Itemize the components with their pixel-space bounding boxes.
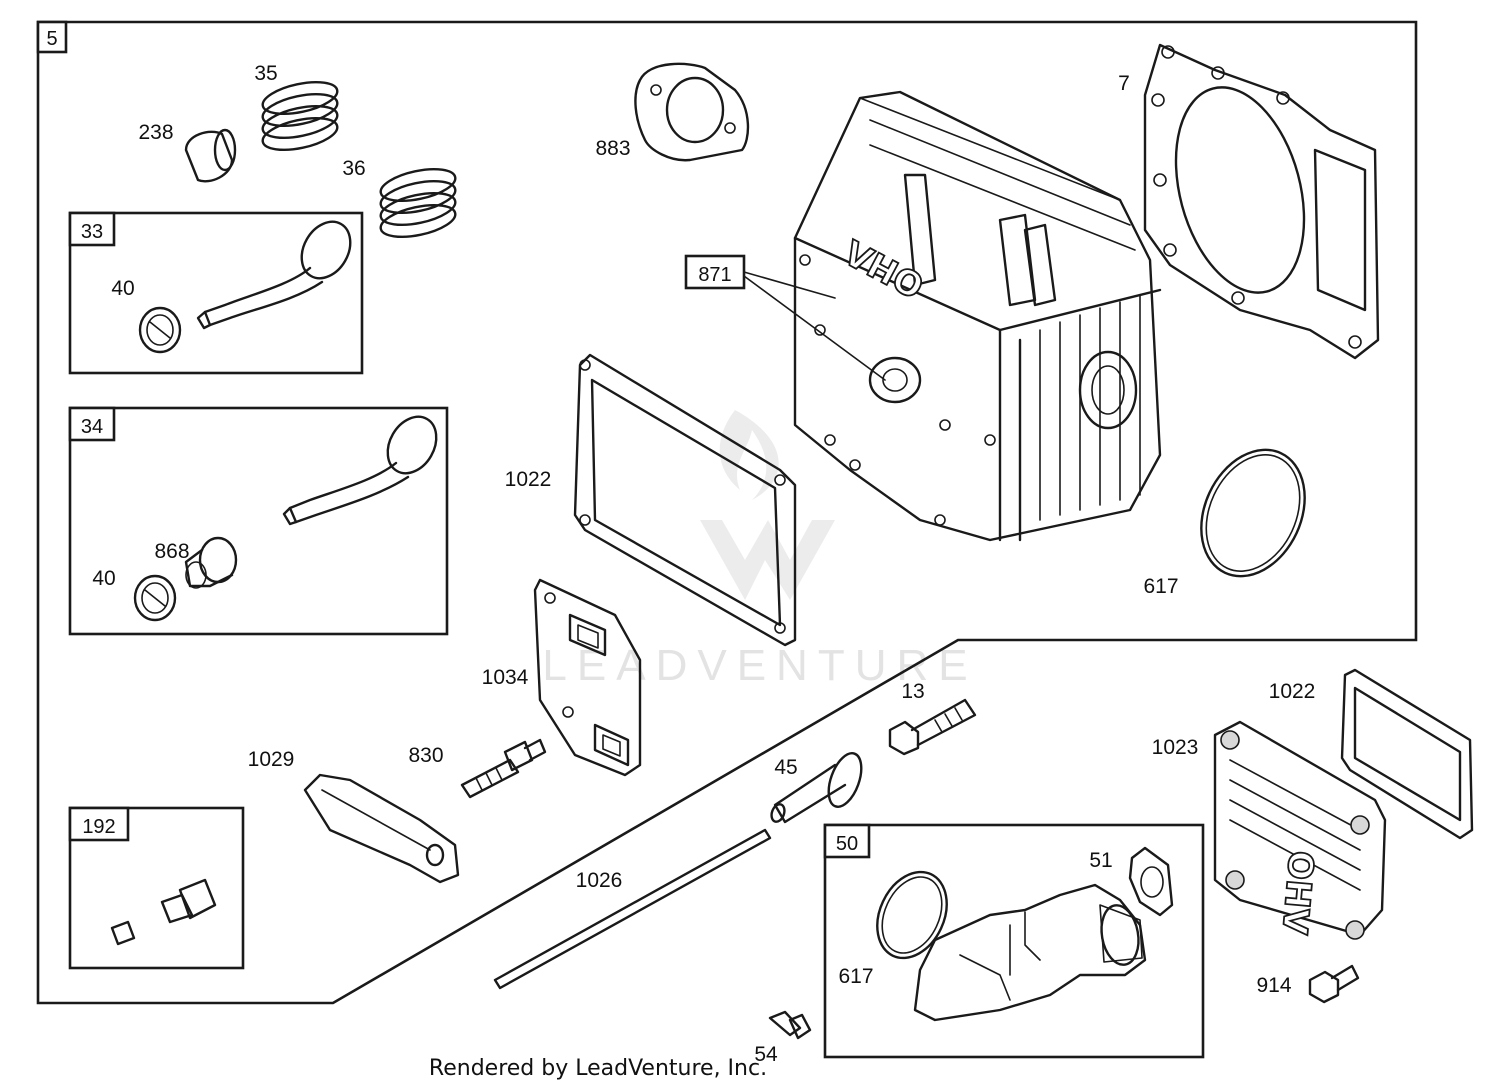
part-50-intake-elbow — [913, 883, 1147, 1022]
part-238-cap — [184, 128, 237, 183]
group-871-tag-box — [684, 254, 746, 290]
label-617a: 617 — [1143, 575, 1178, 598]
part-1023-valve-cover: OHV — [1213, 720, 1387, 940]
part-7-head-gasket — [1143, 43, 1380, 360]
label-35: 35 — [254, 62, 277, 85]
group-5-tag-box — [36, 20, 68, 54]
label-914: 914 — [1256, 974, 1291, 997]
group-5-frame — [36, 20, 1418, 1005]
part-1029-rocker-arm — [303, 773, 460, 884]
part-1034-plate — [533, 578, 642, 777]
label-54: 54 — [754, 1043, 778, 1066]
label-1034: 1034 — [482, 666, 529, 689]
label-40b: 40 — [92, 567, 115, 590]
part-45-guide — [770, 752, 863, 824]
part-54-screw — [768, 1010, 812, 1040]
group-871-tag: 871 — [698, 264, 731, 286]
part-1022b-cover-gasket — [1340, 668, 1474, 840]
group-50-frame — [823, 823, 1205, 1059]
group-50-tag: 50 — [836, 833, 858, 855]
part-51-gasket — [1128, 846, 1174, 917]
label-13: 13 — [901, 680, 924, 703]
label-51: 51 — [1089, 849, 1112, 872]
part-40b-keeper — [133, 574, 177, 622]
part-35-spring — [261, 80, 339, 152]
part-617a-oring — [1200, 448, 1306, 578]
part-871-leader-lines — [743, 271, 886, 381]
part-33-valve — [196, 220, 352, 330]
group-192-tag: 192 — [82, 816, 115, 838]
label-1022a: 1022 — [505, 468, 552, 491]
part-914-screw — [1308, 964, 1360, 1004]
label-1023: 1023 — [1152, 736, 1199, 759]
part-36-spring — [379, 167, 457, 239]
group-33-tag-box — [68, 211, 116, 247]
cover-ohv-lettering: OHV — [1274, 849, 1321, 937]
label-868: 868 — [154, 540, 189, 563]
group-192-tag-box — [68, 806, 130, 842]
label-883: 883 — [595, 137, 630, 160]
part-883-gasket — [634, 62, 750, 162]
part-34-valve — [282, 415, 438, 526]
group-5-tag: 5 — [46, 28, 57, 50]
label-36: 36 — [342, 157, 365, 180]
label-830: 830 — [408, 744, 443, 767]
label-1026: 1026 — [576, 869, 623, 892]
part-1022a-rocker-gasket — [573, 353, 797, 647]
head-ohv-lettering: OHV — [836, 233, 929, 308]
watermark-text: LEADVENTURE — [542, 641, 977, 690]
part-1026-pushrod — [493, 828, 772, 990]
group-34-tag-box — [68, 406, 116, 442]
part-13-bolt — [888, 698, 977, 756]
label-45: 45 — [774, 756, 797, 779]
part-868-seal — [184, 536, 238, 589]
label-1029: 1029 — [248, 748, 295, 771]
part-192-fitting — [110, 878, 217, 946]
group-34-frame — [68, 406, 449, 636]
footer-credit: Rendered by LeadVenture, Inc. — [429, 1056, 767, 1081]
group-33-tag: 33 — [81, 221, 103, 243]
part-cylinder-head: OHV — [793, 90, 1162, 542]
watermark-logo — [700, 410, 835, 600]
label-7: 7 — [1118, 72, 1130, 95]
group-33-frame — [68, 211, 364, 375]
label-1022b: 1022 — [1269, 680, 1316, 703]
group-192-frame — [68, 806, 245, 970]
part-40a-keeper — [138, 306, 182, 354]
label-617b: 617 — [838, 965, 873, 988]
part-830-stud — [460, 738, 547, 799]
part-617b-oring — [876, 870, 948, 960]
label-40a: 40 — [111, 277, 134, 300]
group-50-tag-box — [823, 823, 871, 859]
group-34-tag: 34 — [81, 416, 103, 438]
label-238: 238 — [138, 121, 173, 144]
